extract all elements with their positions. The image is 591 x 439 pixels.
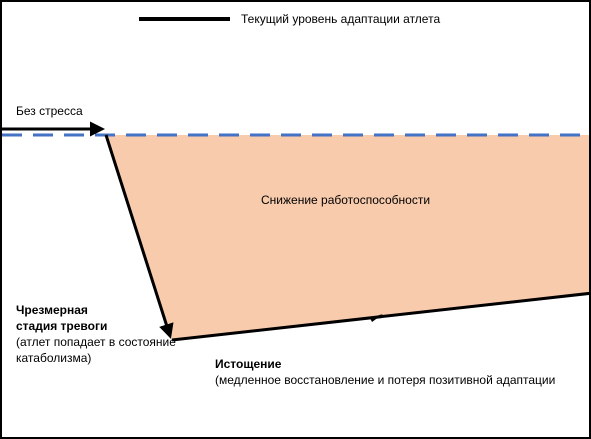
legend-label: Текущий уровень адаптации атлета (241, 12, 441, 26)
exhaustion-line (171, 291, 589, 342)
exhaustion-title: Истощение (215, 357, 282, 371)
alarm-stage-arrow (104, 134, 174, 339)
alarm-title-line1: Чрезмерная (16, 303, 88, 317)
alarm-stage-label: Чрезмерная стадия тревоги (атлет попадае… (16, 302, 176, 366)
exhaustion-desc: (медленное восстановление и потеря позит… (215, 373, 556, 387)
alarm-title-line2: стадия тревоги (16, 319, 108, 333)
exhaustion-label: Истощение (медленное восстановление и по… (215, 356, 555, 388)
exhaustion-arrowhead (370, 314, 383, 322)
alarm-desc-line1: (атлет попадает в состояние (16, 335, 176, 349)
performance-decline-label: Снижение работоспособности (261, 193, 431, 207)
alarm-desc-line2: катаболизма) (16, 351, 92, 365)
performance-decline-area (106, 135, 589, 340)
no-stress-label: Без стресса (16, 104, 83, 118)
